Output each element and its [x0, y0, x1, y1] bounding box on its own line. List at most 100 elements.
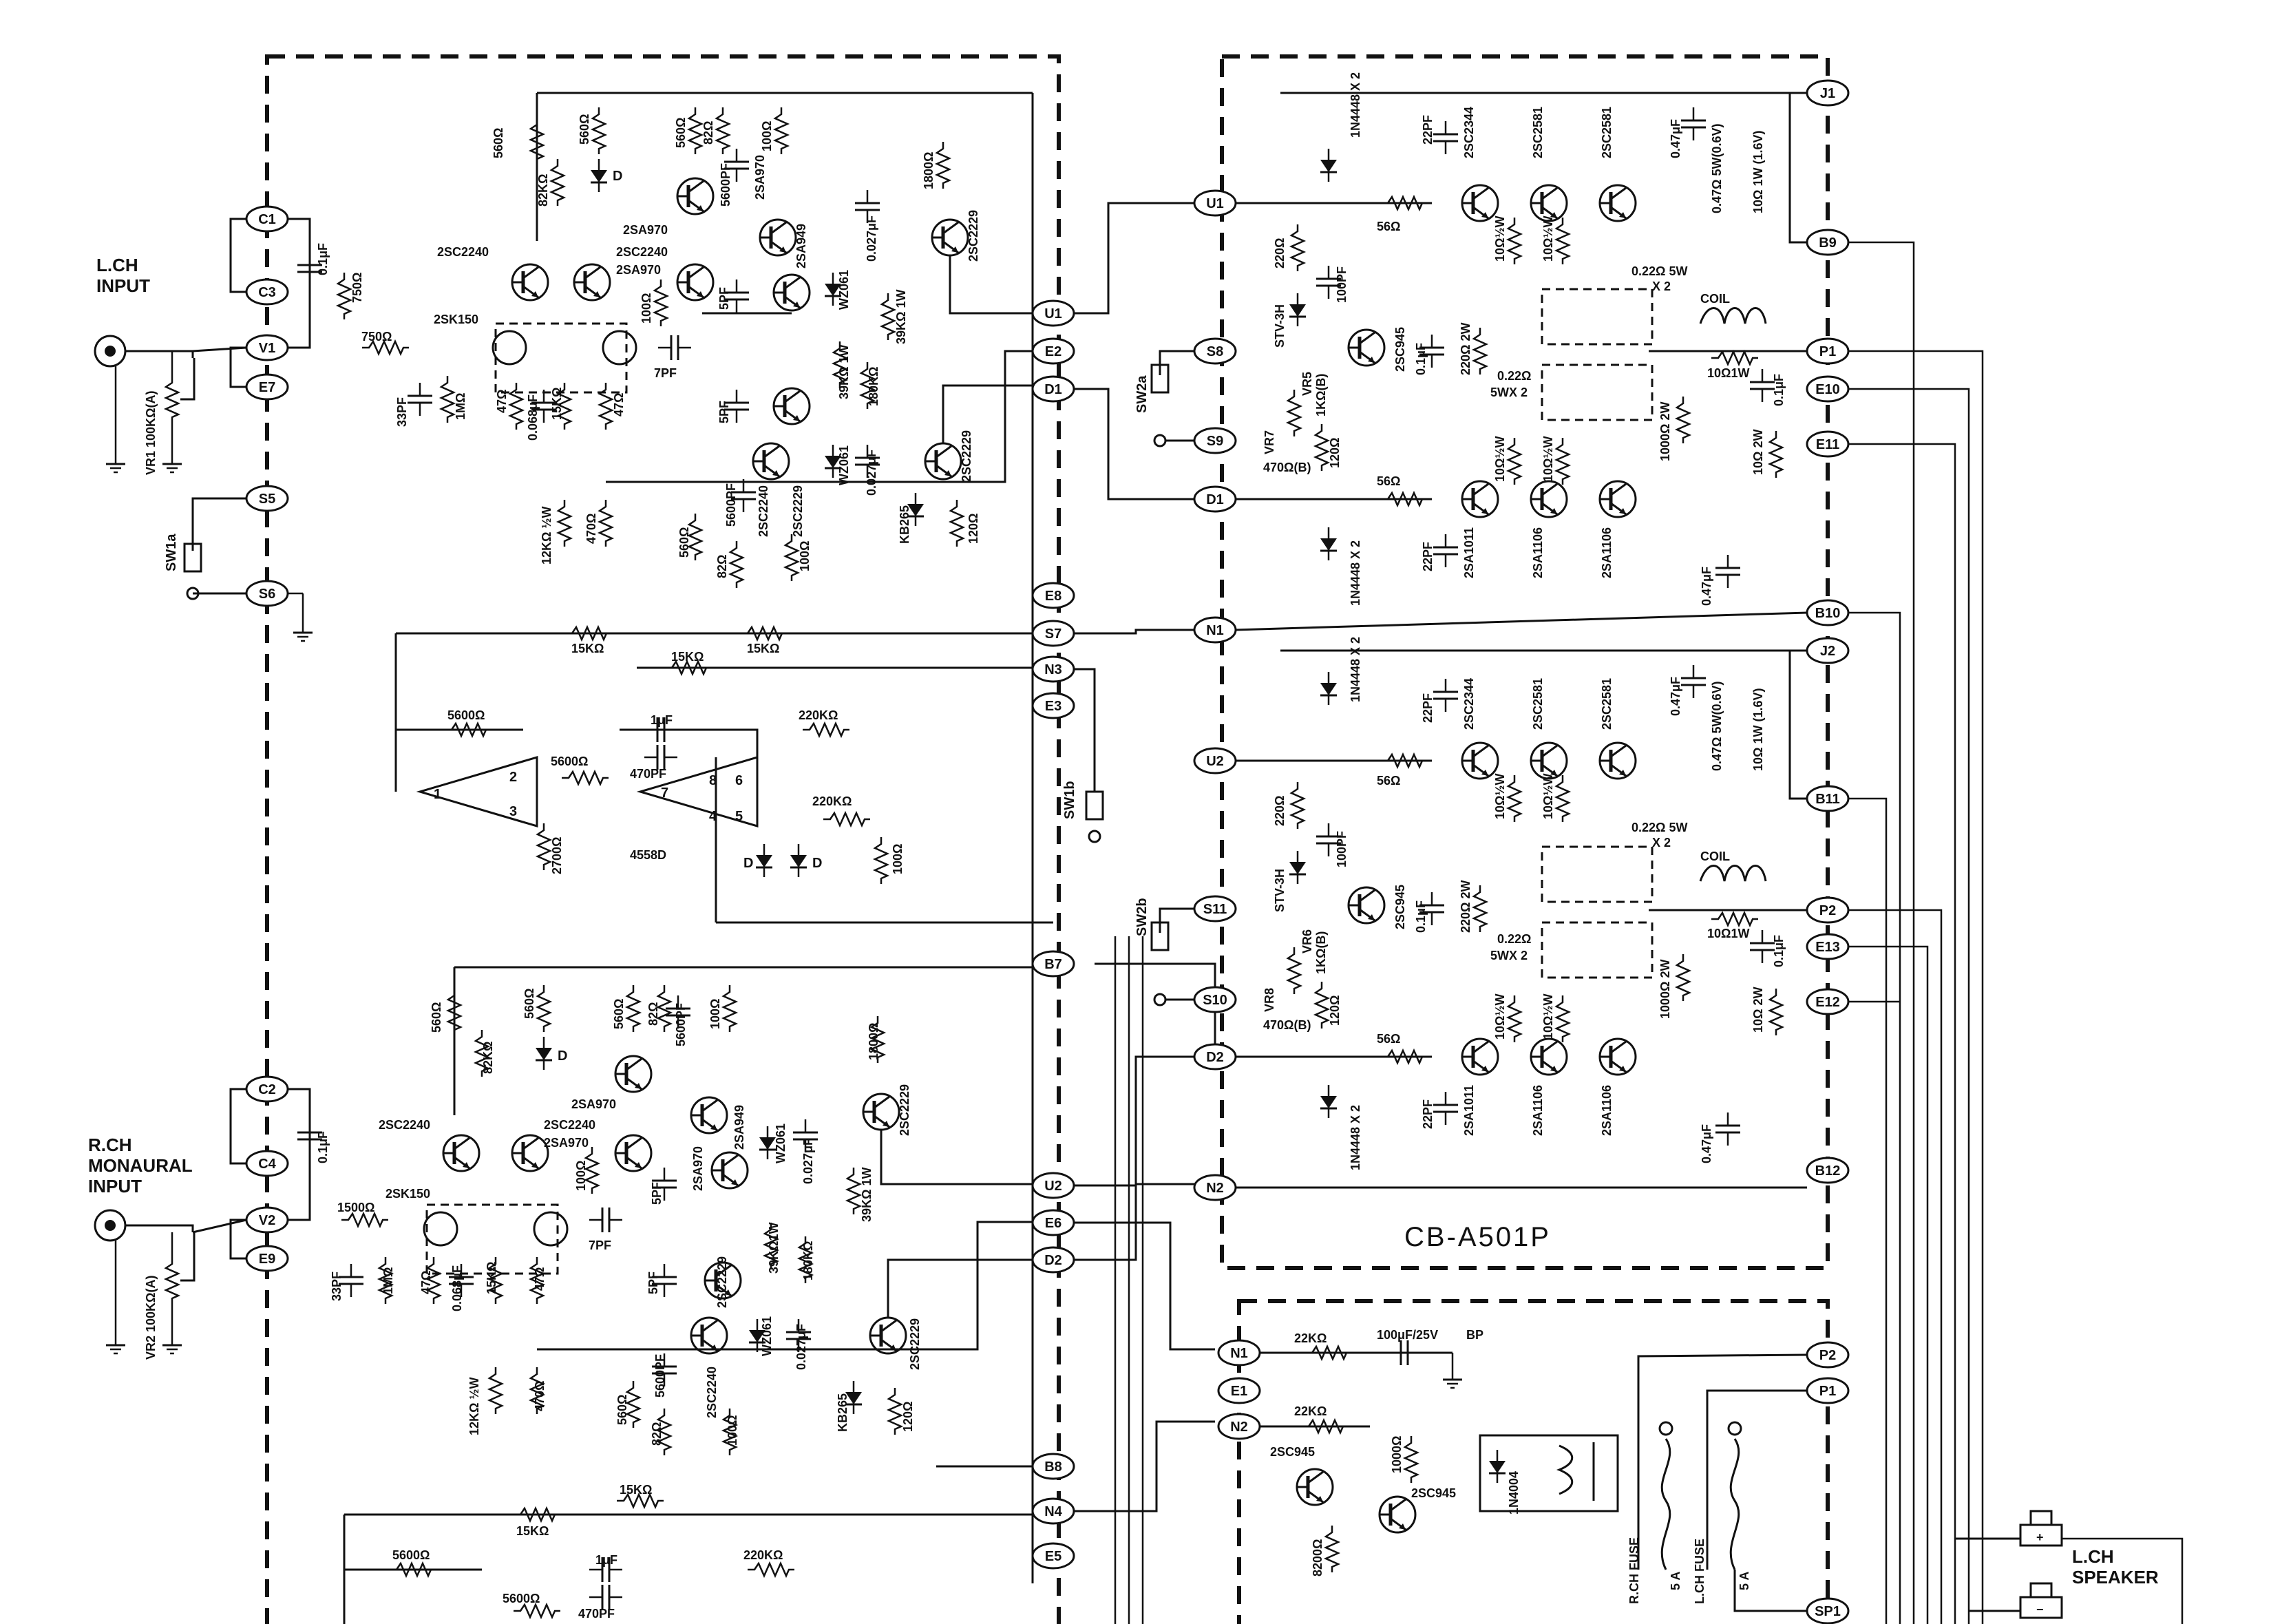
protection-circuit: 22KΩ 100μF/25V BP 22KΩ 2SC945 8200Ω 2SC9…	[1260, 1328, 1619, 1576]
svg-text:2SC2581: 2SC2581	[1531, 107, 1545, 158]
sw2b-switch	[1150, 907, 1194, 1006]
svg-text:B7: B7	[1044, 957, 1062, 972]
svg-text:7PF: 7PF	[654, 366, 677, 380]
terminal-c1: C1	[245, 205, 289, 233]
terminal-pr-e1: E1	[1217, 1377, 1261, 1404]
terminals-mid: U1 E2 D1 E8 S7 N3 E3 B7 U2 E6 D2 B8 N4 E…	[1031, 299, 1075, 1570]
svg-text:WZ061: WZ061	[774, 1124, 788, 1163]
svg-text:1000Ω 2W: 1000Ω 2W	[1658, 402, 1672, 461]
svg-text:10Ω 1W (1.6V): 10Ω 1W (1.6V)	[1751, 688, 1765, 771]
svg-text:B8: B8	[1044, 1459, 1062, 1475]
svg-text:2SA1011: 2SA1011	[1462, 527, 1476, 578]
svg-text:E5: E5	[1045, 1549, 1061, 1564]
svg-text:1MΩ: 1MΩ	[454, 393, 467, 420]
svg-text:2SC945: 2SC945	[1393, 327, 1407, 372]
terminal-pw-d1: D1	[1193, 485, 1237, 513]
svg-text:82Ω: 82Ω	[701, 121, 715, 145]
svg-text:10Ω1W: 10Ω1W	[1707, 927, 1749, 940]
svg-text:0.027μF: 0.027μF	[794, 1324, 808, 1370]
svg-text:39KΩ 1W: 39KΩ 1W	[837, 345, 851, 399]
rch-input-jack	[94, 1209, 194, 1242]
svg-text:S6: S6	[259, 587, 275, 602]
svg-text:0.47μF: 0.47μF	[1700, 1124, 1713, 1163]
terminal-pw-n2: N2	[1193, 1174, 1237, 1201]
svg-text:7PF: 7PF	[589, 1238, 611, 1252]
lch-input-jack	[94, 335, 194, 368]
svg-text:7: 7	[661, 785, 668, 801]
vr2-label: VR2 100KΩ(A)	[144, 1276, 158, 1360]
svg-text:33PF: 33PF	[330, 1272, 344, 1301]
svg-text:B10: B10	[1815, 606, 1841, 621]
rch-fuse-rating: 5 A	[1669, 1572, 1682, 1590]
terminal-pw-b10: B10	[1806, 599, 1850, 626]
svg-text:D: D	[812, 856, 822, 871]
svg-text:100Ω: 100Ω	[798, 541, 812, 571]
terminal-pw-n1: N1	[1193, 616, 1237, 644]
svg-text:0.47Ω 5W(0.6V): 0.47Ω 5W(0.6V)	[1710, 682, 1724, 771]
svg-text:U1: U1	[1206, 196, 1224, 211]
svg-text:33PF: 33PF	[395, 397, 409, 427]
terminal-mid-b7: B7	[1031, 950, 1075, 978]
terminal-pw-j1: J1	[1806, 79, 1850, 107]
svg-text:100Ω: 100Ω	[891, 844, 905, 874]
svg-text:5600PF: 5600PF	[719, 163, 732, 207]
svg-text:10Ω 2W: 10Ω 2W	[1751, 430, 1765, 475]
lch-fuse-label: L.CH FUSE	[1693, 1539, 1707, 1604]
svg-text:1N4448 X 2: 1N4448 X 2	[1349, 1105, 1362, 1170]
terminal-pr-n2: N2	[1217, 1413, 1261, 1440]
terminal-mid-e3: E3	[1031, 692, 1075, 719]
svg-text:2SA1106: 2SA1106	[1531, 527, 1545, 578]
svg-text:1N4448 X 2: 1N4448 X 2	[1349, 637, 1362, 702]
terminal-v2: V2	[245, 1206, 289, 1234]
svg-text:VR8: VR8	[1263, 988, 1276, 1012]
sw1a-switch	[183, 497, 314, 642]
svg-text:15KΩ: 15KΩ	[671, 650, 704, 664]
svg-text:2700Ω: 2700Ω	[550, 837, 564, 874]
svg-text:560Ω: 560Ω	[615, 1395, 629, 1425]
speaker-plus: +	[2036, 1530, 2044, 1544]
svg-text:220KΩ: 220KΩ	[799, 708, 838, 722]
svg-text:1μF: 1μF	[651, 713, 673, 727]
svg-text:15KΩ: 15KΩ	[571, 642, 604, 655]
svg-text:J1: J1	[1820, 86, 1835, 101]
svg-text:E3: E3	[1045, 699, 1061, 714]
svg-text:E10: E10	[1815, 382, 1840, 397]
svg-text:5PF: 5PF	[650, 1182, 664, 1205]
svg-text:5600Ω: 5600Ω	[503, 1592, 540, 1605]
lch-input-label-1: L.CH	[96, 255, 138, 275]
svg-text:E2: E2	[1045, 344, 1061, 359]
svg-text:1μF: 1μF	[595, 1553, 617, 1567]
svg-text:120Ω: 120Ω	[967, 514, 980, 544]
svg-text:2SC2581: 2SC2581	[1600, 678, 1614, 730]
svg-text:S5: S5	[259, 492, 275, 507]
svg-text:82KΩ: 82KΩ	[481, 1042, 495, 1074]
svg-text:E12: E12	[1815, 995, 1840, 1010]
svg-text:470Ω: 470Ω	[533, 1381, 547, 1411]
terminal-mid-d1: D1	[1031, 375, 1075, 403]
svg-text:15KΩ: 15KΩ	[620, 1483, 652, 1497]
terminal-pw-j2: J2	[1806, 637, 1850, 664]
svg-text:560Ω: 560Ω	[522, 989, 536, 1019]
svg-text:2SA970: 2SA970	[544, 1136, 589, 1150]
svg-text:10Ω½W: 10Ω½W	[1493, 774, 1507, 819]
svg-text:47Ω: 47Ω	[419, 1271, 433, 1294]
svg-text:2SA970: 2SA970	[691, 1146, 705, 1191]
svg-text:2SC2240: 2SC2240	[616, 245, 668, 259]
svg-text:220Ω 2W: 220Ω 2W	[1459, 323, 1472, 375]
svg-text:1N4448 X 2: 1N4448 X 2	[1349, 72, 1362, 138]
svg-text:0.1μF: 0.1μF	[1414, 900, 1428, 933]
svg-text:VR6: VR6	[1300, 929, 1314, 953]
svg-text:V2: V2	[259, 1213, 275, 1228]
svg-text:10Ω½W: 10Ω½W	[1493, 994, 1507, 1040]
svg-text:5PF: 5PF	[717, 287, 731, 310]
svg-text:0.47Ω 5W(0.6V): 0.47Ω 5W(0.6V)	[1710, 124, 1724, 213]
svg-text:2SA970: 2SA970	[616, 263, 661, 277]
svg-text:KB265: KB265	[898, 505, 911, 544]
svg-text:39KΩ 1W: 39KΩ 1W	[894, 290, 908, 344]
terminal-pw-p2: P2	[1806, 896, 1850, 924]
svg-text:22PF: 22PF	[1421, 542, 1435, 571]
svg-text:VR7: VR7	[1263, 430, 1276, 454]
terminal-pr-n1: N1	[1217, 1339, 1261, 1367]
terminal-pr-p1: P1	[1806, 1377, 1850, 1404]
svg-text:2SC2581: 2SC2581	[1600, 107, 1614, 158]
